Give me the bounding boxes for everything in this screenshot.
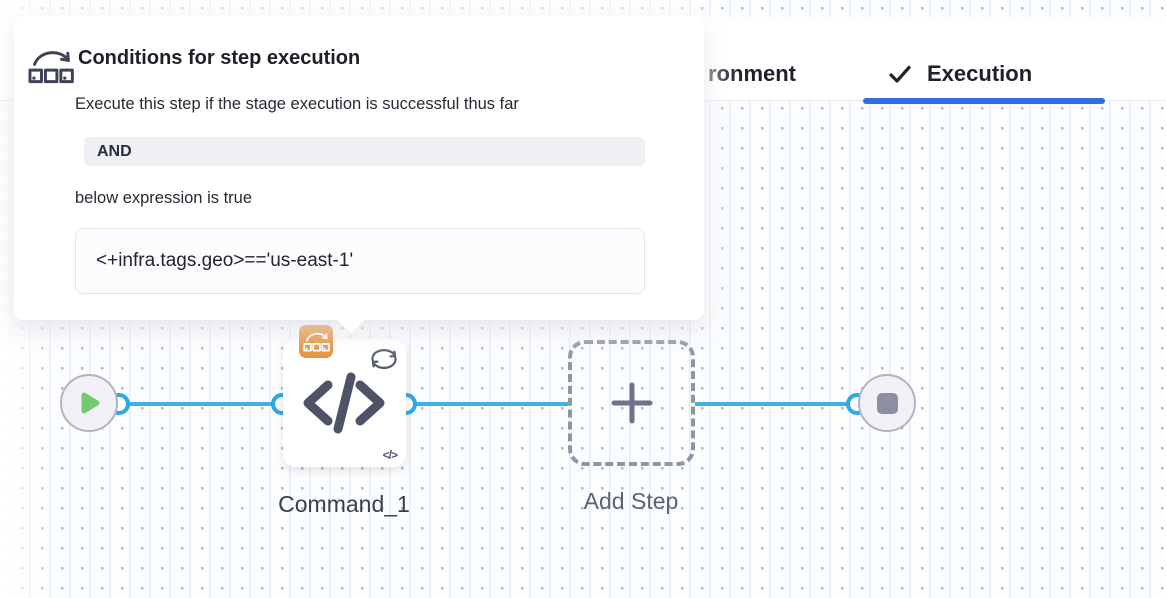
tab-execution-label: Execution bbox=[927, 61, 1033, 86]
add-step-label: Add Step bbox=[583, 488, 679, 514]
stop-icon bbox=[876, 392, 898, 414]
tooltip-title: Conditions for step execution bbox=[78, 47, 361, 69]
expression-value: <+infra.tags.geo>=='us-east-1' bbox=[75, 228, 645, 294]
step-node-command[interactable]: </> bbox=[283, 339, 406, 467]
code-icon bbox=[303, 372, 385, 434]
conditional-execution-icon bbox=[302, 332, 330, 352]
start-node bbox=[60, 374, 118, 432]
add-step-button[interactable] bbox=[568, 340, 695, 466]
tooltip-caret bbox=[336, 319, 366, 333]
plus-icon bbox=[611, 382, 652, 424]
edge-step-to-addstep bbox=[406, 402, 568, 406]
tab-execution[interactable]: Execution bbox=[888, 61, 1032, 87]
code-small-icon: </> bbox=[382, 448, 398, 462]
step-node-label: Command_1 bbox=[278, 491, 410, 517]
end-node bbox=[858, 374, 916, 432]
checkmark-icon bbox=[889, 65, 911, 83]
tab-environment[interactable]: ronment bbox=[708, 61, 796, 86]
edge-start-to-step bbox=[119, 402, 282, 406]
active-tab-underline bbox=[863, 98, 1105, 104]
play-icon bbox=[81, 392, 100, 414]
conditional-execution-icon bbox=[28, 51, 74, 84]
conditional-execution-badge[interactable] bbox=[299, 325, 333, 358]
operator-badge: AND bbox=[84, 137, 645, 166]
conditions-tooltip: Conditions for step execution Execute th… bbox=[14, 16, 704, 333]
edge-addstep-to-end bbox=[695, 402, 857, 406]
tooltip-description: Execute this step if the stage execution… bbox=[75, 95, 519, 113]
loop-icon bbox=[371, 349, 397, 369]
expression-intro: below expression is true bbox=[75, 189, 253, 207]
